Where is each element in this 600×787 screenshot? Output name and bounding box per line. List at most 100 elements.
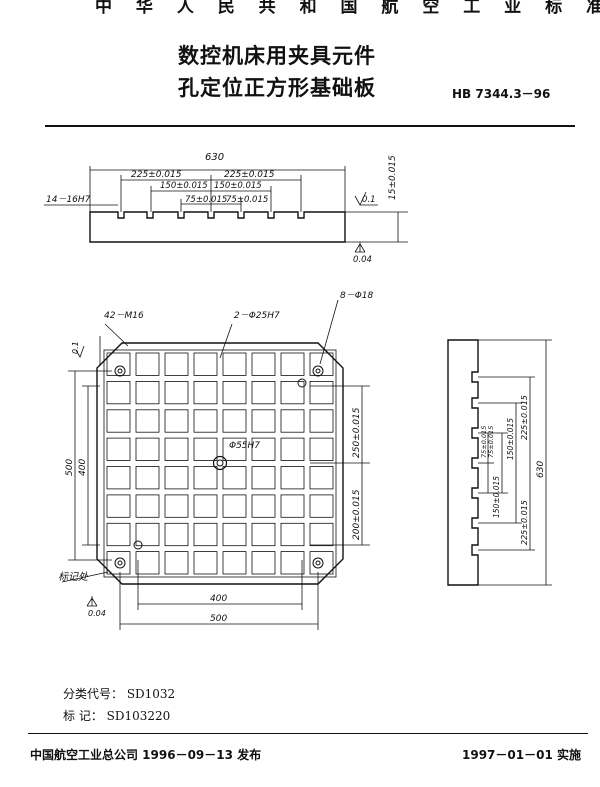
mark-location-label: 标记处 (58, 571, 89, 583)
grid-cell (222, 494, 247, 518)
grid-cell (222, 352, 247, 376)
grid-cell (135, 522, 160, 547)
grid-cell (251, 380, 276, 405)
side-dim-225-a: 225±0.015 (520, 500, 529, 545)
dim-250: 250±0.015 (352, 407, 362, 458)
side-dim-75-b: 75±0.015 (487, 426, 495, 458)
grid-cell (106, 551, 131, 575)
grid-cell (193, 494, 218, 518)
grid-cell (280, 409, 305, 433)
grid-cell (164, 380, 189, 405)
classification-code: 分类代号： SD1032 (63, 687, 176, 701)
grid-cell (193, 380, 218, 405)
grid-cell (280, 494, 305, 518)
side-view: 75±0.015 75±0.015 150±0.015 150±0.015 22… (447, 339, 552, 586)
plan-flatness: 0.1 (71, 341, 80, 354)
grid-cell (164, 352, 189, 376)
header-rule (45, 125, 575, 127)
side-dim-75-a: 75±0.015 (480, 426, 488, 458)
grid-cell (193, 466, 218, 490)
grid-cell (193, 551, 218, 575)
grid-cell (309, 494, 334, 518)
grid-cell (164, 409, 189, 433)
grid-cell (251, 522, 276, 547)
footer-rule (28, 733, 588, 734)
grid-cell (280, 352, 305, 376)
plan-outline (96, 342, 344, 585)
through-holes-callout: 8－Φ18 (340, 291, 374, 301)
dim-500-vertical: 500 (65, 459, 75, 476)
title-line-2: 孔定位正方形基础板 (178, 76, 376, 100)
dim-height: 15±0.015 (388, 155, 398, 200)
grid-cell (106, 409, 131, 433)
grid-cell (251, 437, 276, 461)
grid-cell (309, 409, 334, 433)
plan-view: 42－M16 2－Φ25H7 8－Φ18 Φ55H7 250±0.015 200… (58, 291, 374, 630)
grid-cell (135, 494, 160, 518)
dim-200: 200±0.015 (352, 489, 362, 540)
grid-cell (309, 522, 334, 547)
grid-cell (280, 466, 305, 490)
grid-cell (280, 380, 305, 405)
flatness-tolerance: 0.1 (362, 195, 376, 205)
grid-cell (309, 466, 334, 490)
grid-cell (222, 522, 247, 547)
dim-400-vertical: 400 (78, 459, 88, 476)
grid-cell (280, 437, 305, 461)
grid-cell (164, 522, 189, 547)
dim-225-left: 225±0.015 (131, 170, 182, 180)
grid-cell (309, 437, 334, 461)
grid-cell (309, 352, 334, 376)
mark-code: 标 记： SD103220 (63, 709, 171, 723)
grid-cell (106, 494, 131, 518)
center-hole-callout: Φ55H7 (229, 441, 260, 451)
dim-150-right: 150±0.015 (214, 181, 262, 191)
grid-cell (135, 409, 160, 433)
grid-cell (222, 551, 247, 575)
grid-cell (193, 352, 218, 376)
top-view: 630 225±0.015 225±0.015 150±0.015 150±0.… (44, 152, 408, 265)
grid-cell (251, 551, 276, 575)
dowel-holes-callout: 2－Φ25H7 (234, 311, 280, 321)
dim-225-right: 225±0.015 (224, 170, 275, 180)
dim-75-right: 75±0.015 (226, 195, 268, 205)
grid-cell (164, 494, 189, 518)
dim-overall-630: 630 (205, 152, 224, 163)
grid-cell (164, 466, 189, 490)
standard-org-header: 中 华 人 民 共 和 国 航 空 工 业 标 准 (95, 0, 600, 17)
dim-500-horizontal: 500 (210, 614, 227, 624)
top-view-outline (89, 211, 346, 243)
side-outline (447, 339, 479, 586)
grid-cell (106, 522, 131, 547)
dim-150-left: 150±0.015 (160, 181, 208, 191)
title-line-1: 数控机床用夹具元件 (178, 44, 376, 68)
grid-cell (222, 437, 247, 461)
grid-cell (135, 551, 160, 575)
grid-cell (106, 437, 131, 461)
grid-cell (309, 551, 334, 575)
grid-cell (135, 437, 160, 461)
grid-cell (193, 522, 218, 547)
grid-cell (280, 551, 305, 575)
publish-info: 中国航空工业总公司 1996－09－13 发布 (30, 748, 262, 762)
grid-cell (193, 409, 218, 433)
grid-cell (222, 466, 247, 490)
grid-cells (106, 352, 334, 575)
grid-cell (106, 466, 131, 490)
t-slot-grid (103, 349, 337, 578)
grid-cell (222, 380, 247, 405)
grid-cell (193, 437, 218, 461)
dim-75-left: 75±0.015 (185, 195, 227, 205)
grid-cell (135, 352, 160, 376)
grid-cell (164, 437, 189, 461)
side-dim-150-a: 150±0.015 (492, 476, 501, 518)
grid-cell (106, 380, 131, 405)
grid-cell (222, 409, 247, 433)
plan-datum-bottom: 0.04 (88, 609, 106, 618)
grid-cell (251, 466, 276, 490)
side-dim-225-b: 225±0.015 (520, 395, 529, 440)
grid-cell (251, 409, 276, 433)
datum-top: 0.04 (353, 255, 372, 265)
grid-cell (309, 380, 334, 405)
